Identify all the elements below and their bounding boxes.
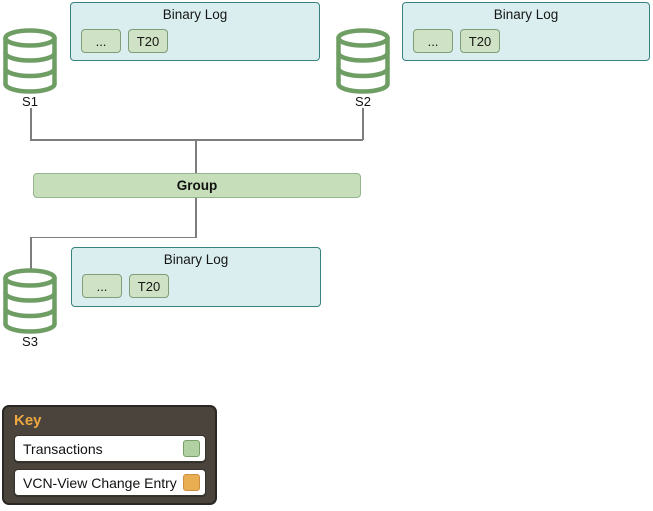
connector-s3-down [30,236,32,269]
connector-to-group [195,139,197,174]
binary-log-box-s3: Binary Log ... T20 [71,247,321,307]
key-item-vcn-view-change-entry: VCN-View Change Entry [14,469,206,496]
key-panel: Key Transactions VCN-View Change Entry [2,405,217,505]
connector-horizontal-bottom [30,236,197,238]
connector-s1-down [30,108,32,140]
binary-log-box-s1: Binary Log ... T20 [70,2,320,61]
binary-log-box-s2: Binary Log ... T20 [402,2,650,61]
server-s1: S1 [2,28,58,109]
transaction-entry-t20: T20 [128,29,168,53]
connector-from-group [195,198,197,238]
key-item-label: Transactions [23,440,103,457]
server-label-s1: S1 [22,94,38,109]
server-label-s3: S3 [22,334,38,349]
key-title: Key [14,412,42,429]
transaction-entry-t20: T20 [129,274,169,298]
transactions-swatch [183,440,200,457]
binary-log-entries: ... T20 [82,274,169,298]
key-item-transactions: Transactions [14,435,206,462]
binary-log-title: Binary Log [163,252,229,267]
transaction-entry-t20: T20 [460,29,500,53]
binary-log-title: Binary Log [162,7,228,22]
key-item-label: VCN-View Change Entry [23,474,177,491]
server-s3: S3 [2,268,58,349]
transaction-entry-ellipsis: ... [413,29,453,53]
vcn-view-change-entry-swatch [183,474,200,491]
binary-log-entries: ... T20 [81,29,168,53]
connector-s2-down [362,108,364,140]
server-label-s2: S2 [355,94,371,109]
binary-log-entries: ... T20 [413,29,500,53]
server-s2: S2 [335,28,391,109]
transaction-entry-ellipsis: ... [82,274,122,298]
group-box: Group [33,173,361,198]
transaction-entry-ellipsis: ... [81,29,121,53]
database-icon [3,268,57,334]
binary-log-title: Binary Log [493,7,559,22]
connector-horizontal-top [30,139,363,141]
database-icon [336,28,390,94]
database-icon [3,28,57,94]
